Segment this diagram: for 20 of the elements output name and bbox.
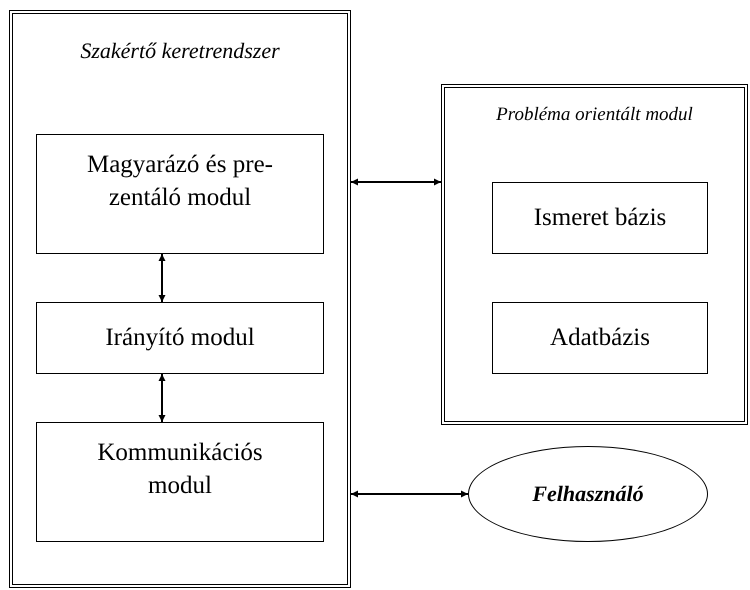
panel-title: Probléma orientált modul (495, 104, 694, 126)
module-panel (441, 84, 748, 425)
module-label: Kommunikációs modul (96, 438, 264, 500)
user-ellipse (468, 446, 708, 542)
module-label: Magyarázó és pre-zentáló modul (86, 150, 274, 212)
module-box (492, 302, 708, 374)
module-label: Ismeret bázis (534, 202, 666, 233)
module-label: Adatbázis (550, 322, 650, 353)
user-label: Felhasználó (532, 481, 644, 507)
double-arrow (158, 254, 166, 302)
module-box (36, 422, 324, 542)
double-arrow (351, 178, 441, 186)
module-box (492, 182, 708, 254)
framework-panel (9, 10, 351, 588)
double-arrow (158, 374, 166, 422)
panel-title: Szakértő keretrendszer (79, 38, 281, 64)
double-arrow (351, 490, 468, 498)
module-label: Irányító modul (105, 322, 255, 353)
module-box (36, 302, 324, 374)
module-box (36, 134, 324, 254)
